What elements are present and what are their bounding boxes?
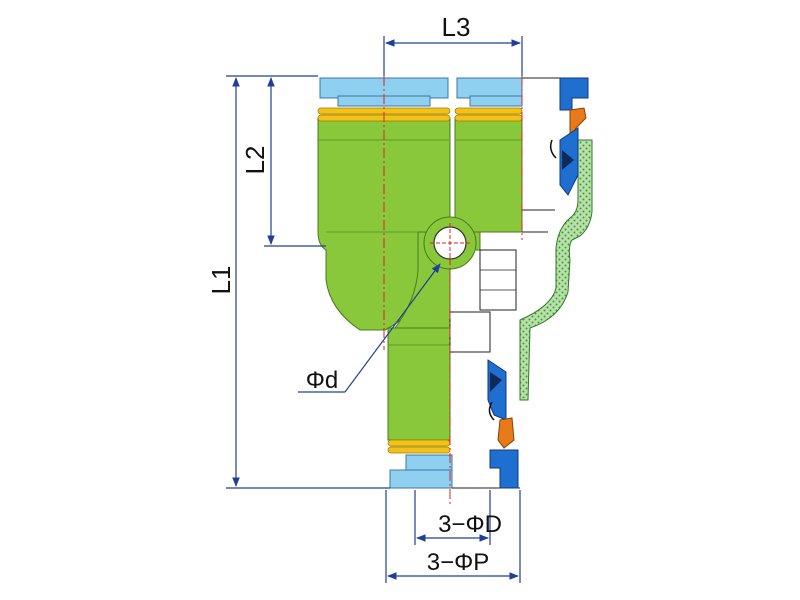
label-l1: L1 <box>206 266 236 295</box>
mounting-hole <box>423 216 477 270</box>
bottom-seal <box>489 449 519 489</box>
bottom-claw <box>497 417 515 449</box>
label-l2: L2 <box>240 146 270 175</box>
dimension-lines <box>226 36 523 583</box>
label-phi-d: Φd <box>306 367 339 394</box>
o-rings <box>317 107 523 454</box>
cross-section <box>449 77 593 489</box>
top-seal <box>559 77 589 111</box>
body-wall-section <box>519 139 593 401</box>
label-l3: L3 <box>442 12 471 42</box>
upper-right-branch <box>454 117 523 233</box>
label-3-phi-D: 3−ΦD <box>438 511 502 538</box>
center-lines <box>383 40 523 505</box>
label-3-phi-P: 3−ΦP <box>427 549 490 576</box>
